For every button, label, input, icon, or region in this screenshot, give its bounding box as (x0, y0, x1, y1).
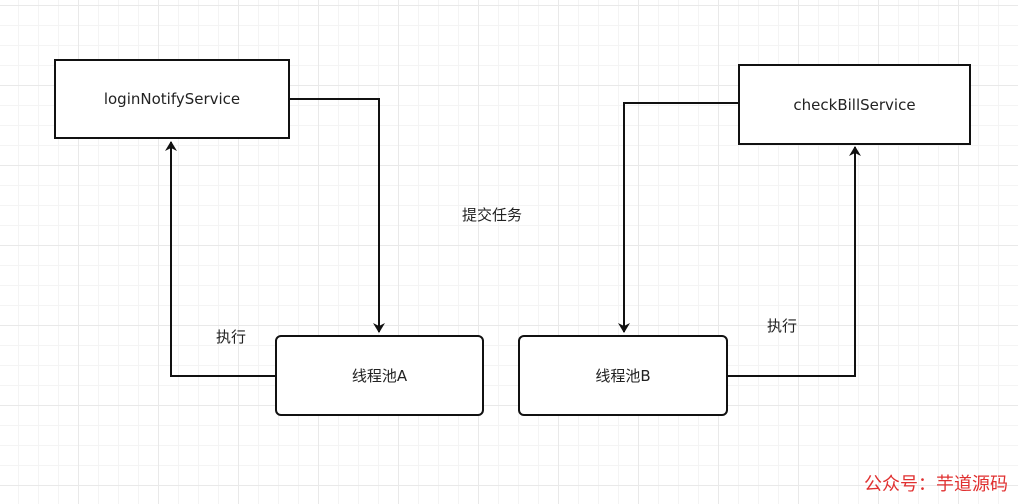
login-notify-service-node: loginNotifyService (54, 59, 290, 139)
arrow-pool-a-to-login (165, 141, 276, 377)
execute-label-left: 执行 (216, 328, 247, 346)
arrow-pool-b-to-checkbill (727, 146, 861, 377)
watermark-text: 公众号：芋道源码 (864, 474, 1008, 495)
arrow-login-to-pool-a (289, 98, 385, 333)
thread-pool-a-label: 线程池A (351, 367, 408, 385)
check-bill-service-label: checkBillService (793, 95, 916, 114)
check-bill-service-node: checkBillService (738, 64, 971, 145)
submit-task-label: 提交任务 (462, 206, 523, 224)
execute-label-right: 执行 (767, 317, 798, 335)
thread-pool-b-label: 线程池B (595, 367, 651, 385)
thread-pool-a-node: 线程池A (275, 335, 484, 416)
thread-pool-b-node: 线程池B (518, 335, 728, 416)
login-notify-service-label: loginNotifyService (103, 90, 241, 108)
arrow-checkbill-to-pool-b (618, 102, 739, 333)
